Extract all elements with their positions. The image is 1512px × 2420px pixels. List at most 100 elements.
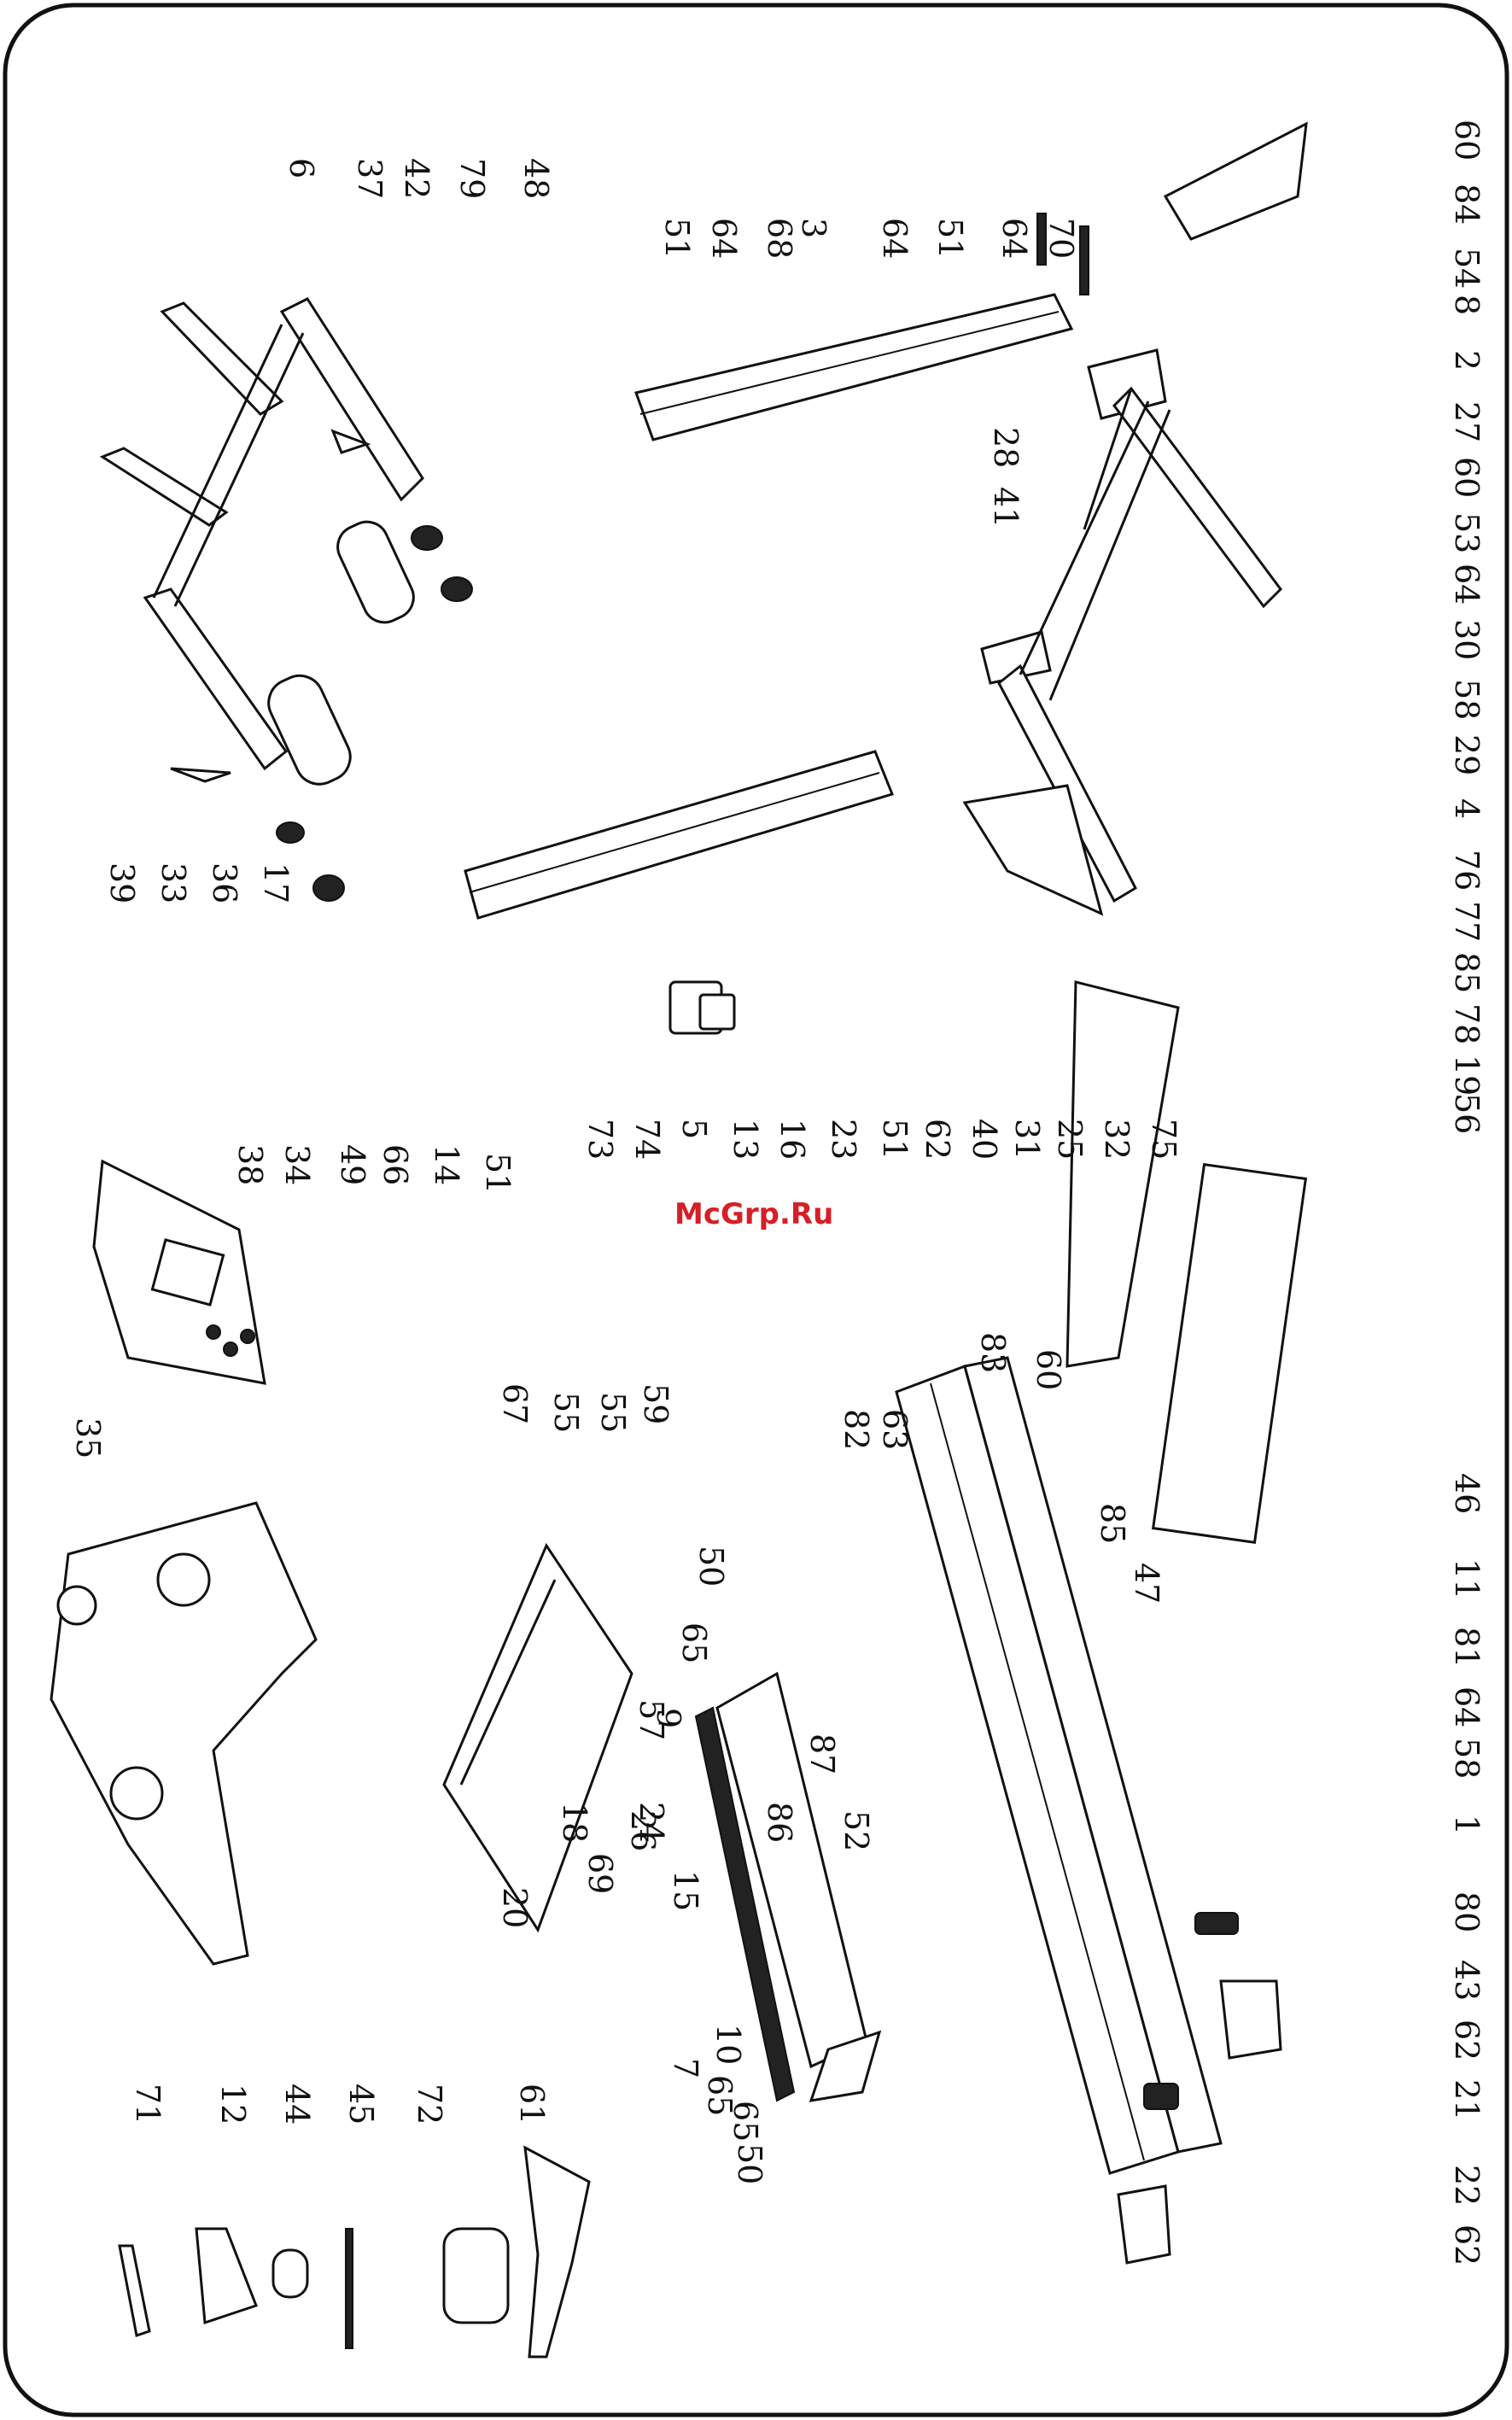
callout-upper_frame-0: 28 [987,427,1025,468]
callout-crossbar-3: 3 [795,218,832,238]
tools [118,2145,591,2359]
callout-right_lower-5: 1 [1448,1815,1486,1835]
middle-tube [464,750,895,920]
callout-upright_bottom-1: 33 [155,862,192,903]
callout-upper_frame-2: 83 [974,1332,1012,1373]
callout-motor_area-7: 62 [919,1119,956,1160]
callout-tools-5: 61 [513,2084,551,2125]
base-frame-upper [962,121,1308,916]
callout-right_lower-10: 22 [1448,2165,1486,2206]
callout-console_area-8: 55 [594,1392,632,1433]
callout-upright_left-0: 6 [283,158,320,178]
callout-motor_area-5: 23 [825,1119,862,1160]
callout-crossbar-5: 51 [931,218,969,259]
callout-top_right-7: 53 [1448,512,1486,553]
callout-frame_area-2: 85 [1094,1503,1131,1544]
callout-frame_area-21: 57 [633,1699,670,1740]
callout-top_right-0: 60 [1448,120,1486,161]
callout-handlebar-0: 35 [69,1418,107,1458]
callout-top_right-3: 8 [1448,295,1486,315]
callout-crossbar-0: 51 [658,218,696,259]
callout-upright_bottom-3: 17 [257,862,295,903]
callout-top_right-17: 19 [1448,1055,1486,1096]
callout-frame_area-11: 15 [667,1870,704,1911]
callout-frame_area-9: 65 [675,1622,713,1663]
callout-console_area-1: 34 [278,1144,316,1185]
running-deck [694,1671,882,2102]
callout-motor_area-10: 25 [1051,1119,1089,1160]
main-frame [895,980,1308,2175]
callout-top_right-2: 54 [1448,248,1486,289]
callout-upright_left-4: 48 [517,158,555,199]
callout-top_right-12: 4 [1448,798,1486,819]
callout-motor_area-2: 5 [675,1119,713,1139]
callout-frame_area-17: 65 [701,2075,738,2116]
callout-frame_area-1: 63 [876,1409,914,1450]
callout-upright_bottom-2: 36 [206,862,243,903]
callout-frame_area-12: 24 [633,1802,670,1843]
callout-right_lower-9: 21 [1448,2079,1486,2120]
callout-labels: 6084548227605364305829476778578195646118… [69,120,1486,2265]
callout-frame_area-8: 9 [650,1708,687,1728]
callout-top_right-1: 84 [1448,184,1486,225]
callout-console_area-0: 38 [231,1144,269,1185]
end-caps [1117,1912,1282,2265]
callout-motor_area-3: 13 [727,1119,764,1160]
callout-right_lower-4: 58 [1448,1738,1486,1779]
callout-console_area-3: 66 [377,1144,414,1185]
callout-frame_area-0: 82 [838,1409,875,1450]
callout-top_right-14: 77 [1448,901,1486,942]
callout-frame_area-19: 7 [667,2058,704,2078]
callout-top_right-4: 2 [1448,350,1486,371]
handlebar-assembly [50,1501,318,1966]
callout-right_lower-6: 80 [1448,1891,1486,1932]
callout-console_area-7: 55 [547,1392,585,1433]
callout-right_lower-7: 43 [1448,1960,1486,2001]
page-border [3,3,1509,2417]
callout-upper_frame-1: 41 [987,487,1025,528]
callout-motor_area-1: 74 [628,1119,666,1160]
callout-frame_area-13: 69 [581,1853,619,1894]
callout-motor_area-6: 51 [876,1119,914,1160]
callout-top_right-9: 30 [1448,619,1486,660]
callout-frame_area-16: 10 [709,2024,747,2065]
callout-top_right-16: 78 [1448,1003,1486,1044]
callout-frame_area-3: 47 [1128,1563,1165,1604]
callout-right_lower-1: 11 [1448,1558,1486,1599]
callout-upright_left-1: 37 [351,158,388,199]
callout-top_right-5: 27 [1448,401,1486,442]
callout-tools-0: 71 [129,2084,166,2125]
callout-console_area-9: 59 [637,1383,674,1424]
callout-top_right-10: 58 [1448,679,1486,720]
callout-motor_area-12: 75 [1145,1119,1182,1160]
callout-crossbar-6: 64 [995,218,1033,259]
motor-assembly [668,980,736,1035]
callout-console_area-5: 51 [479,1153,517,1194]
callout-crossbar-7: 70 [1042,218,1080,259]
callout-upright_bottom-0: 39 [103,862,141,903]
callout-frame_area-20: 50 [731,2143,768,2184]
callout-console_area-2: 49 [334,1144,371,1185]
callout-top_right-13: 76 [1448,850,1486,891]
callout-upper_frame-3: 60 [1030,1349,1067,1390]
callout-top_right-18: 56 [1448,1093,1486,1134]
callout-right_lower-2: 81 [1448,1627,1486,1668]
callout-motor_area-8: 40 [966,1119,1003,1160]
callout-frame_area-14: 18 [556,1802,593,1843]
callout-frame_area-4: 87 [803,1733,841,1774]
upright-frame [99,297,473,902]
callout-right_lower-0: 46 [1448,1473,1486,1514]
callout-top_right-8: 64 [1448,564,1486,605]
callout-frame_area-10: 50 [692,1546,730,1587]
callout-tools-2: 44 [278,2084,316,2125]
callout-frame_area-5: 52 [838,1810,875,1851]
callout-console_area-6: 67 [496,1383,534,1424]
callout-motor_area-11: 32 [1098,1119,1135,1160]
callout-console_area-4: 14 [428,1144,465,1185]
callout-top_right-6: 60 [1448,457,1486,498]
crossbar-top [634,213,1089,441]
callout-tools-1: 12 [214,2084,252,2125]
callout-top_right-11: 29 [1448,734,1486,775]
